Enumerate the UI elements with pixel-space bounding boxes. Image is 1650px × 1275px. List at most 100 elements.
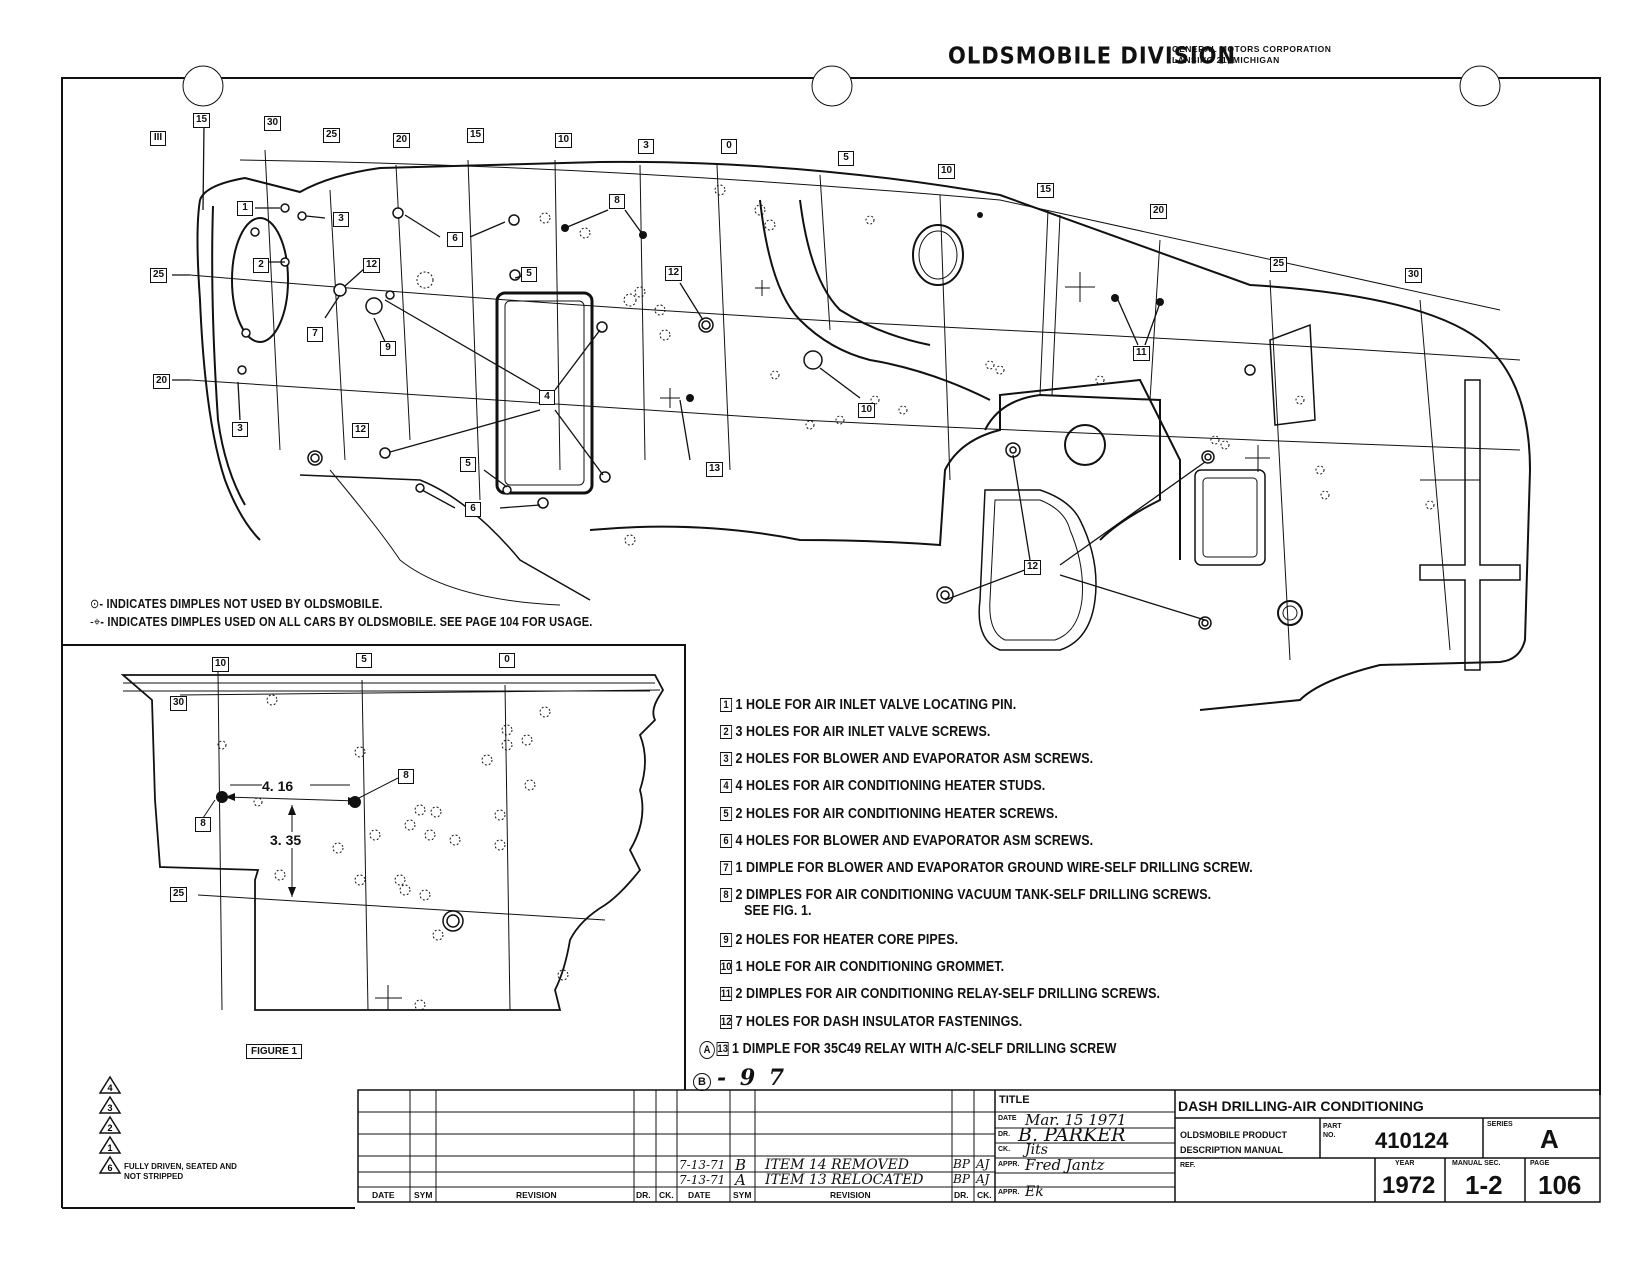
title-label: TITLE (999, 1094, 1030, 1106)
rev-a-ck: AJ (976, 1172, 990, 1186)
callout-7: 7 (307, 327, 323, 342)
item-text: 3 HOLES FOR AIR INLET VALVE SCREWS. (735, 724, 991, 740)
part-label: PART NO. (1323, 1123, 1342, 1139)
item-text: 4 HOLES FOR BLOWER AND EVAPORATOR ASM SC… (735, 833, 1094, 849)
ref-label: REF. (1180, 1162, 1196, 1169)
item-number: 2 (720, 725, 733, 739)
rev-header-dr: DR. (636, 1190, 651, 1200)
item-text: 1 DIMPLE FOR 35C49 RELAY WITH A/C-SELF D… (732, 1041, 1117, 1057)
item-number: 1 (720, 698, 733, 712)
fully-driven-note: FULLY DRIVEN, SEATED AND NOT STRIPPED (124, 1162, 237, 1181)
rev-header-sym: SYM (414, 1190, 433, 1200)
dr-label: DR. (998, 1131, 1011, 1138)
callout-iii: III (150, 131, 166, 146)
item-text: 7 HOLES FOR DASH INSULATOR FASTENINGS. (735, 1014, 1023, 1030)
page-number: 106 (1538, 1170, 1582, 1200)
appr2-label: APPR. (998, 1189, 1020, 1196)
callout-3: 3 (333, 212, 349, 227)
item-number: 8 (720, 888, 733, 902)
fig1-dimension-vertical: 3. 35 (270, 832, 302, 848)
rev-a-dr: BP (953, 1172, 970, 1186)
note-triangles: 4 3 2 1 6 (98, 1075, 122, 1174)
rev-b-ck: AJ (976, 1157, 990, 1171)
rev-header-date: DATE (372, 1190, 395, 1200)
year-value: 1972 (1382, 1172, 1436, 1199)
fig1-dimension-horizontal: 4. 16 (262, 778, 294, 794)
callout-10: 10 (858, 403, 876, 418)
rev-b-sym: B (735, 1156, 747, 1174)
division-title: OLDSMOBILE DIVISION (948, 42, 1237, 70)
item-text: 2 HOLES FOR HEATER CORE PIPES. (735, 932, 959, 948)
item-subtext: SEE FIG. 1. (744, 903, 812, 919)
rev-header-ck: CK. (977, 1190, 992, 1200)
callout-6: 6 (447, 232, 463, 247)
triangle-label: 4 (107, 1083, 112, 1093)
callout-12: 12 (363, 258, 381, 273)
item-number: 9 (720, 933, 733, 947)
item-number: 13 (716, 1042, 729, 1056)
callout-25: 25 (150, 268, 168, 283)
callout-20: 20 (1150, 204, 1168, 219)
rev-b-dr: BP (953, 1157, 970, 1171)
page-label: PAGE (1530, 1160, 1550, 1167)
callout-25: 25 (1270, 257, 1288, 272)
item-b-row: B - 9 7 (693, 1065, 787, 1091)
item-number: 5 (720, 807, 733, 821)
fig1-callout-8: 8 (195, 817, 211, 832)
item-b-text: - 9 7 (717, 1065, 788, 1091)
mark-a: A (699, 1041, 715, 1059)
corp-location: LANSING 21, MICHIGAN (1172, 55, 1280, 65)
manual-sec-value: 1-2 (1465, 1170, 1503, 1200)
date-value: Mar. 15 1971 (1025, 1111, 1127, 1129)
callout-4: 4 (539, 390, 555, 405)
legend-not-used: ⊙- INDICATES DIMPLES NOT USED BY OLDSMOB… (90, 596, 383, 611)
corp-name: GENERAL MOTORS CORPORATION (1172, 44, 1332, 54)
triangle-label: 3 (107, 1103, 112, 1113)
rev-a-text: ITEM 13 RELOCATED (765, 1172, 924, 1188)
appr-label: APPR. (998, 1161, 1020, 1168)
ck-value: Jits (1025, 1142, 1048, 1158)
callout-0: 0 (721, 139, 737, 154)
rev-b-text: ITEM 14 REMOVED (765, 1157, 910, 1173)
fig1-callout-25: 25 (170, 887, 188, 902)
item-text: 2 DIMPLES FOR AIR CONDITIONING VACUUM TA… (735, 887, 1212, 903)
corp-address: GENERAL MOTORS CORPORATION LANSING 21, M… (1172, 44, 1331, 66)
callout-6: 6 (465, 502, 481, 517)
callout-3: 3 (232, 422, 248, 437)
callout-12: 12 (352, 423, 370, 438)
legend-used: -⌖- INDICATES DIMPLES USED ON ALL CARS B… (90, 614, 593, 629)
item-text: 2 DIMPLES FOR AIR CONDITIONING RELAY-SEL… (735, 986, 1161, 1002)
callout-5: 5 (460, 457, 476, 472)
item-text: 1 HOLE FOR AIR CONDITIONING GROMMET. (735, 959, 1005, 975)
item-number: 4 (720, 779, 733, 793)
fig1-callout-8: 8 (398, 769, 414, 784)
callout-9: 9 (380, 341, 396, 356)
callout-15: 15 (1037, 183, 1055, 198)
callout-12: 12 (1024, 560, 1042, 575)
rev-header-sym: SYM (733, 1190, 752, 1200)
callout-5: 5 (838, 151, 854, 166)
item-text: 2 HOLES FOR AIR CONDITIONING HEATER SCRE… (735, 806, 1058, 822)
callout-2: 2 (253, 258, 269, 273)
rev-header-dr: DR. (954, 1190, 969, 1200)
item-text: 2 HOLES FOR BLOWER AND EVAPORATOR ASM SC… (735, 751, 1094, 767)
appr-value: Fred Jantz (1025, 1156, 1105, 1174)
drawing-title: DASH DRILLING-AIR CONDITIONING (1178, 1098, 1424, 1114)
rev-b-date: 7-13-71 (679, 1158, 726, 1172)
year-label: YEAR (1395, 1160, 1415, 1167)
callout-10: 10 (555, 133, 573, 148)
ck-label: CK. (998, 1146, 1011, 1153)
triangle-label: 1 (107, 1143, 112, 1153)
callout-20: 20 (153, 374, 171, 389)
series-value: A (1540, 1124, 1559, 1154)
callout-10: 10 (938, 164, 956, 179)
